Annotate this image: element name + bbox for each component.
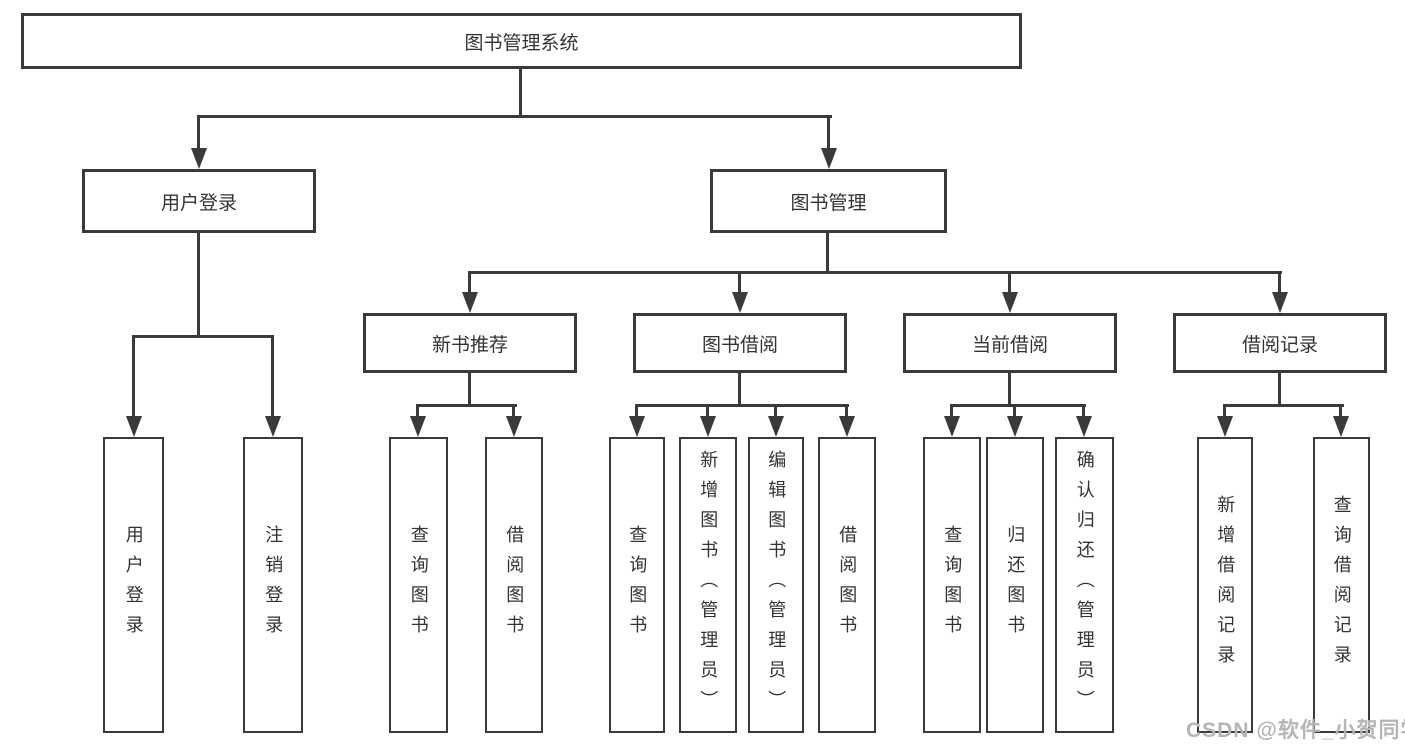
node-root: 图书管理系统: [21, 13, 1022, 69]
arrow-down-icon: [1333, 416, 1349, 437]
connector-line: [1223, 404, 1226, 417]
leaf-records-add: 新增借阅记录: [1197, 437, 1253, 733]
connector-line: [132, 335, 135, 417]
connector-line: [706, 404, 709, 417]
connector-line: [1008, 271, 1011, 293]
arrow-down-icon: [191, 148, 207, 169]
arrow-down-icon: [700, 416, 716, 437]
node-label: 用户登录: [160, 192, 237, 214]
arrow-down-icon: [1007, 416, 1023, 437]
leaf-current-query-book: 查询图书: [923, 437, 981, 733]
arrow-down-icon: [839, 416, 855, 437]
node-label: 归还图书: [1005, 525, 1026, 645]
leaf-current-return-book: 归还图书: [986, 437, 1044, 733]
leaf-borrow-edit-book-admin: 编辑图书（管理员）: [748, 437, 804, 733]
arrow-down-icon: [768, 416, 784, 437]
connector-line: [132, 335, 274, 338]
node-label: 借阅记录: [1241, 334, 1318, 356]
leaf-borrow-query-book: 查询图书: [609, 437, 665, 733]
leaf-borrow-add-book-admin: 新增图书（管理员）: [679, 437, 737, 733]
node-label: 查询图书: [627, 525, 648, 645]
connector-line: [738, 271, 741, 293]
node-new-book-recommend: 新书推荐: [363, 313, 577, 373]
connector-line: [1013, 404, 1016, 417]
connector-line: [950, 404, 953, 417]
connector-line: [519, 69, 522, 117]
connector-line: [1278, 373, 1281, 407]
node-label: 图书管理系统: [464, 32, 579, 54]
connector-line: [1082, 404, 1085, 417]
node-label: 查询借阅记录: [1331, 495, 1352, 675]
node-label: 当前借阅: [971, 334, 1048, 356]
leaf-recommend-borrow-book: 借阅图书: [485, 437, 543, 733]
node-label: 借阅图书: [504, 525, 525, 645]
connector-line: [738, 373, 741, 407]
arrow-down-icon: [462, 292, 478, 313]
node-label: 用户登录: [123, 525, 144, 645]
arrow-down-icon: [1272, 292, 1288, 313]
node-current-borrow: 当前借阅: [903, 313, 1117, 373]
arrow-down-icon: [265, 416, 281, 437]
node-label: 图书管理: [790, 192, 867, 214]
connector-line: [635, 404, 638, 417]
connector-line: [468, 271, 1282, 274]
leaf-recommend-query-book: 查询图书: [389, 437, 448, 733]
connector-line: [950, 404, 1086, 407]
node-book-borrow: 图书借阅: [633, 313, 847, 373]
leaf-current-confirm-return-admin: 确认归还（管理员）: [1055, 437, 1114, 733]
leaf-user-login: 用户登录: [103, 437, 164, 733]
arrow-down-icon: [944, 416, 960, 437]
node-label: 新增借阅记录: [1215, 495, 1236, 675]
connector-line: [774, 404, 777, 417]
arrow-down-icon: [821, 148, 837, 169]
arrow-down-icon: [506, 416, 522, 437]
arrow-down-icon: [410, 416, 426, 437]
node-label: 确认归还（管理员）: [1074, 450, 1095, 720]
connector-line: [827, 115, 830, 149]
connector-line: [512, 404, 515, 417]
arrow-down-icon: [1002, 292, 1018, 313]
arrow-down-icon: [126, 416, 142, 437]
node-label: 查询图书: [408, 525, 429, 645]
connector-line: [468, 373, 471, 407]
arrow-down-icon: [1217, 416, 1233, 437]
connector-line: [826, 233, 829, 274]
node-label: 新增图书（管理员）: [698, 450, 719, 720]
connector-line: [1223, 404, 1344, 407]
arrow-down-icon: [732, 292, 748, 313]
node-book-management: 图书管理: [710, 169, 947, 233]
node-user-login: 用户登录: [82, 169, 316, 233]
node-label: 图书借阅: [701, 334, 778, 356]
connector-line: [1278, 271, 1281, 293]
node-label: 注销登录: [263, 525, 284, 645]
connector-line: [416, 404, 419, 417]
connector-line: [635, 404, 849, 407]
connector-line: [271, 335, 274, 417]
connector-line: [416, 404, 517, 407]
connector-line: [1339, 404, 1342, 417]
leaf-logout: 注销登录: [243, 437, 303, 733]
node-borrow-records: 借阅记录: [1173, 313, 1387, 373]
connector-line: [845, 404, 848, 417]
connector-line: [1008, 373, 1011, 407]
node-label: 编辑图书（管理员）: [766, 450, 787, 720]
watermark: CSDN @软件_小贺同学: [1186, 719, 1405, 742]
node-label: 新书推荐: [431, 334, 508, 356]
leaf-borrow-borrow-book: 借阅图书: [818, 437, 876, 733]
leaf-records-query: 查询借阅记录: [1313, 437, 1370, 733]
connector-line: [468, 271, 471, 293]
node-label: 查询图书: [942, 525, 963, 645]
connector-line: [197, 233, 200, 337]
arrow-down-icon: [629, 416, 645, 437]
connector-line: [197, 115, 200, 149]
node-label: 借阅图书: [837, 525, 858, 645]
connector-line: [197, 115, 832, 118]
arrow-down-icon: [1076, 416, 1092, 437]
